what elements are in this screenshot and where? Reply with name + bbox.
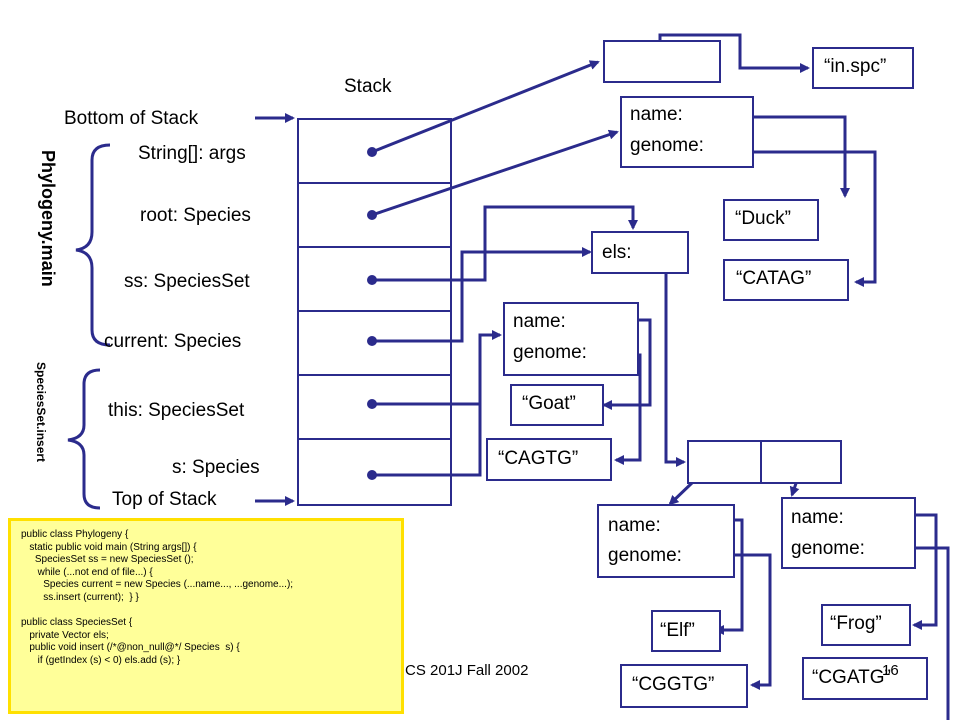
code-snippet: public class Phylogeny { static public v… <box>8 518 404 714</box>
stack-divider <box>299 438 450 440</box>
code-line: while (...not end of file...) { <box>21 566 153 578</box>
frog-string: “Frog” <box>830 613 882 634</box>
ref-dot <box>367 275 377 285</box>
ss-arrow <box>372 205 638 282</box>
ref-dot <box>367 210 377 220</box>
code-line: public void insert (/*@non_null@*/ Speci… <box>21 642 240 654</box>
cgatg-string: “CGATG” <box>812 667 891 688</box>
speciesset-brace <box>67 368 101 510</box>
frame-this-label: this: SpeciesSet <box>108 400 245 421</box>
code-line: public class Phylogeny { <box>21 529 129 540</box>
phylogeny-main-label: Phylogeny.main <box>38 150 58 287</box>
code-line: ss.insert (current); } } <box>21 591 139 603</box>
field-genome-label: genome: <box>630 135 704 156</box>
code-line: public class SpeciesSet { <box>21 617 133 629</box>
args-arrow <box>371 60 600 154</box>
string-box <box>723 259 849 301</box>
stack-title: Stack <box>344 76 392 97</box>
string-box <box>510 384 604 426</box>
elf-genome-arrow <box>720 553 772 690</box>
ref-dot <box>367 470 377 480</box>
string-box <box>486 438 612 481</box>
frame-ss-label: ss: SpeciesSet <box>124 271 250 292</box>
bottom-of-stack-label: Bottom of Stack <box>64 108 199 129</box>
string-box <box>821 604 911 646</box>
in-spc-string: “in.spc” <box>824 56 887 77</box>
course-footer: CS 201J Fall 2002 <box>405 662 529 679</box>
field-name-label: name: <box>608 515 661 536</box>
ref-dot <box>367 147 377 157</box>
cagtg-string: “CAGTG” <box>498 448 579 469</box>
speciesset-box <box>591 231 689 274</box>
field-els-label: els: <box>602 242 632 263</box>
vector-divider <box>760 440 762 484</box>
args-array-box <box>603 40 721 83</box>
phylogeny-brace <box>75 143 111 347</box>
field-name-label: name: <box>513 311 566 332</box>
top-of-stack-label: Top of Stack <box>112 489 217 510</box>
goat-string: “Goat” <box>522 393 576 414</box>
ref-dot <box>367 399 377 409</box>
stack-divider <box>299 374 450 376</box>
duck-string: “Duck” <box>735 208 791 229</box>
stack-divider <box>299 246 450 248</box>
species-elf-box <box>597 504 735 578</box>
code-line: Species current = new Species (...name..… <box>21 579 294 591</box>
species-duck-box <box>620 96 754 168</box>
string-box <box>620 664 748 708</box>
field-genome-label: genome: <box>513 342 587 363</box>
string-box <box>802 657 928 700</box>
stack-divider <box>299 182 450 184</box>
speciesset-insert-label: SpeciesSet.insert <box>34 362 48 463</box>
duck-genome-arrow <box>736 150 877 287</box>
stack-divider <box>299 310 450 312</box>
frog-name-arrow <box>898 513 938 630</box>
s-arrow <box>372 335 482 477</box>
frame-current-label: current: Species <box>104 331 242 352</box>
elf-string: “Elf” <box>660 620 695 641</box>
code-line <box>21 605 391 618</box>
vector-box <box>687 440 842 484</box>
current-arrow <box>372 247 592 343</box>
ref-dot <box>367 336 377 346</box>
frame-args-label: String[]: args <box>138 143 246 164</box>
code-line: SpeciesSet ss = new SpeciesSet (); <box>21 554 194 566</box>
field-name-label: name: <box>630 104 683 125</box>
els-arrow <box>664 252 686 467</box>
root-arrow <box>371 129 619 217</box>
code-line: private Vector els; <box>21 629 109 641</box>
duck-name-arrow <box>736 115 850 198</box>
page-number: 16 <box>882 662 899 679</box>
field-genome-label: genome: <box>791 538 865 559</box>
species-frog-box <box>781 497 916 569</box>
species-goat-box <box>503 302 639 376</box>
frame-s-label: s: Species <box>172 457 260 478</box>
frame-root-label: root: Species <box>140 205 251 226</box>
string-box <box>812 47 914 89</box>
field-genome-label: genome: <box>608 545 682 566</box>
catag-string: “CATAG” <box>736 268 812 289</box>
code-line: if (getIndex (s) < 0) els.add (s); } <box>21 654 181 666</box>
cggtg-string: “CGGTG” <box>632 674 715 695</box>
code-line: static public void main (String args[]) … <box>21 541 197 553</box>
stack-frame <box>297 118 452 506</box>
string-box <box>651 610 721 652</box>
field-name-label: name: <box>791 507 844 528</box>
string-box <box>723 199 819 241</box>
